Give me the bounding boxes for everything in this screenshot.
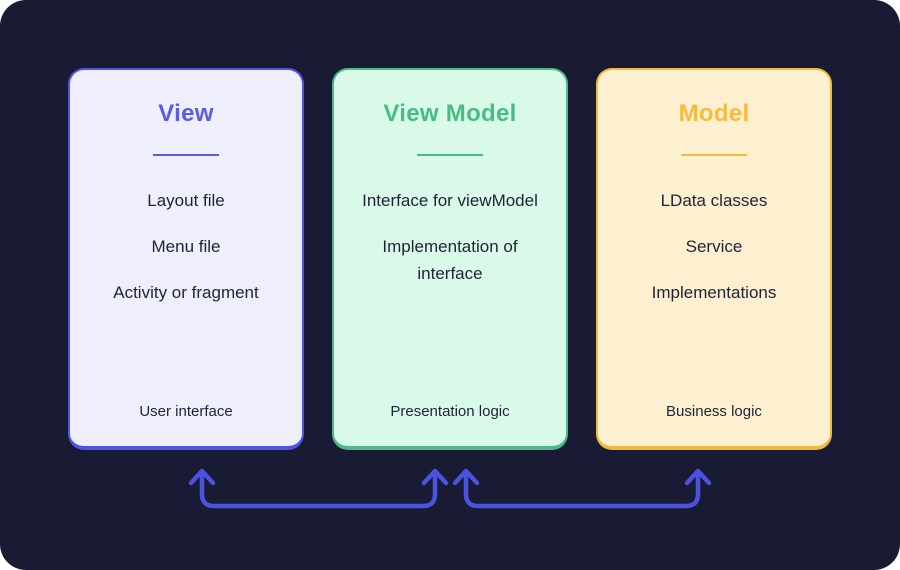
card-view-title-underline	[153, 154, 219, 156]
card-item: Implementation of interface	[382, 236, 518, 283]
cards-row: View Layout file Menu file Activity or f…	[68, 68, 832, 450]
card-model-footer-label: Business logic	[666, 403, 762, 420]
card-model-title-underline	[681, 154, 747, 156]
bidirectional-arrow-view-viewmodel	[188, 468, 449, 509]
card-view-model-items: Interface for viewModel Implementation o…	[355, 188, 545, 288]
card-view: View Layout file Menu file Activity or f…	[68, 68, 304, 450]
card-view-footer-label: User interface	[139, 403, 233, 420]
bidirectional-arrow-viewmodel-model	[452, 468, 712, 509]
card-view-title: View	[158, 100, 214, 127]
connector-arrows	[0, 455, 900, 530]
card-item: Service	[685, 236, 743, 256]
card-view-model: View Model Interface for viewModel Imple…	[332, 68, 568, 450]
card-item: Implementations	[651, 282, 777, 302]
card-model-title: Model	[678, 100, 750, 127]
card-item: Interface for viewModel	[362, 191, 538, 210]
card-view-model-title-underline	[417, 154, 483, 156]
card-item: Menu file	[151, 236, 221, 256]
card-view-items: Layout file Menu file Activity or fragme…	[113, 188, 259, 307]
card-model: Model LData classes Service Implementati…	[596, 68, 832, 450]
card-item: Activity or fragment	[113, 282, 259, 302]
card-item: Layout file	[147, 191, 225, 210]
card-view-model-title: View Model	[383, 100, 517, 127]
card-item: LData classes	[660, 191, 768, 210]
card-view-model-footer-label: Presentation logic	[390, 403, 510, 420]
card-model-items: LData classes Service Implementations	[652, 188, 777, 307]
